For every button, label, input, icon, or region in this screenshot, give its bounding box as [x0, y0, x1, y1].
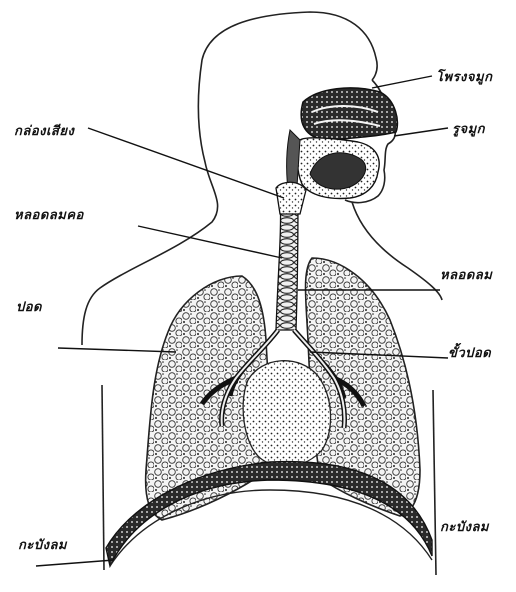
- label-trachea: หลอดลมคอ: [14, 204, 84, 225]
- label-bronchiole: ขั้วปอด: [448, 342, 491, 363]
- label-nostril: รูจมูก: [452, 118, 485, 139]
- leader-nostril: [394, 128, 448, 136]
- label-diaphragm-left: กะบังลม: [18, 534, 67, 555]
- leader-larynx: [88, 128, 284, 198]
- larynx: [276, 182, 306, 214]
- label-nasal-cavity: โพรงจมูก: [436, 66, 492, 87]
- trachea: [276, 196, 298, 330]
- torso-right-edge: [433, 390, 436, 575]
- leader-trachea: [138, 226, 282, 258]
- label-larynx: กล่องเสียง: [14, 120, 74, 141]
- torso-left-edge: [102, 385, 104, 570]
- nasal-cavity: [301, 88, 397, 140]
- label-diaphragm-right: กะบังลม: [440, 516, 489, 537]
- leader-lung: [58, 348, 176, 352]
- leader-nasal-cavity: [372, 76, 432, 88]
- label-lung: ปอด: [16, 296, 42, 317]
- leader-diaphragm-left: [36, 560, 114, 566]
- heart-region: [243, 361, 330, 467]
- label-bronchus: หลอดลม: [440, 264, 492, 285]
